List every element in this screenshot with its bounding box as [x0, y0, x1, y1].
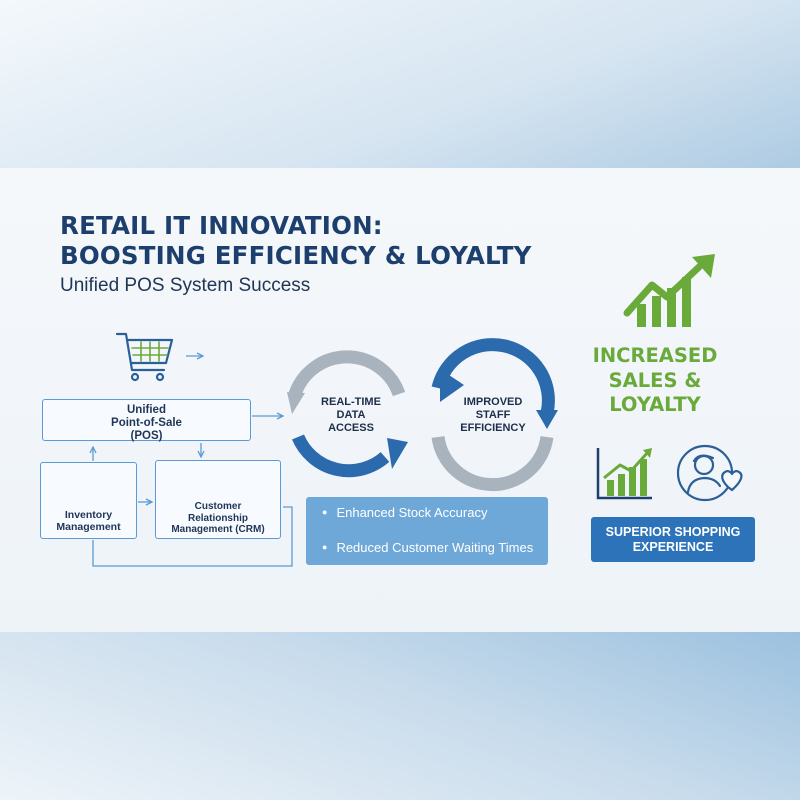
- background-top-band: [0, 0, 800, 168]
- background-bottom-band: [0, 632, 800, 800]
- benefit-text: Reduced Customer Waiting Times: [336, 540, 534, 555]
- title-line-2: BOOSTING EFFICIENCY & LOYALTY: [60, 241, 532, 270]
- connector-lines: [93, 356, 293, 567]
- crm-label-line: Relationship: [187, 512, 248, 524]
- bar-chart-icon: [596, 448, 652, 500]
- customer-heart-icon: [676, 444, 743, 502]
- pos-box: Unified Point-of-Sale (POS): [42, 399, 251, 443]
- bullet-icon: ●: [322, 542, 328, 552]
- benefit-item: ● Enhanced Stock Accuracy: [322, 505, 487, 520]
- cycle-label-line: ACCESS: [328, 422, 374, 434]
- cycle-label-staff: IMPROVED STAFF EFFICIENCY: [449, 396, 537, 435]
- shopping-cart-icon: [115, 332, 174, 382]
- experience-line: SUPERIOR SHOPPING: [605, 525, 741, 539]
- crm-box: Customer Relationship Management (CRM): [155, 460, 281, 539]
- benefit-item: ● Reduced Customer Waiting Times: [322, 540, 533, 555]
- pos-label-line: Unified: [127, 404, 166, 416]
- page-title: RETAIL IT INNOVATION: BOOSTING EFFICIENC…: [60, 211, 532, 271]
- cycle-label-line: DATA: [336, 409, 366, 421]
- crm-label: Customer Relationship Management (CRM): [156, 501, 280, 536]
- sales-line: INCREASED: [592, 344, 718, 367]
- crm-label-line: Customer: [194, 501, 242, 512]
- inventory-label-line: Management: [56, 521, 121, 533]
- title-line-1: RETAIL IT INNOVATION:: [60, 211, 383, 240]
- experience-badge: SUPERIOR SHOPPING EXPERIENCE: [591, 517, 755, 562]
- pos-label-line: Point-of-Sale: [111, 417, 182, 429]
- pos-label-line: (POS): [130, 430, 163, 442]
- cycle-diagram: [287, 338, 558, 492]
- benefits-box: ● Enhanced Stock Accuracy ● Reduced Custom…: [306, 497, 548, 565]
- cycle-label-real-time: REAL-TIME DATA ACCESS: [307, 396, 395, 435]
- cycle-label-line: STAFF: [475, 409, 511, 421]
- sales-line: LOYALTY: [609, 393, 701, 416]
- cycle-label-line: EFFICIENCY: [460, 422, 526, 434]
- subtitle: Unified POS System Success: [60, 275, 311, 296]
- cycle-label-line: IMPROVED: [463, 396, 523, 408]
- pos-label: Unified Point-of-Sale (POS): [43, 404, 250, 443]
- inventory-box: Inventory Management: [40, 462, 137, 539]
- sales-headline: INCREASED SALES & LOYALTY: [590, 344, 720, 418]
- bullet-icon: ●: [322, 507, 328, 517]
- crm-label-line: Management (CRM): [171, 524, 265, 535]
- inventory-label-line: Inventory: [64, 509, 113, 521]
- cycle-label-line: REAL-TIME: [321, 396, 381, 408]
- benefit-text: Enhanced Stock Accuracy: [336, 505, 488, 520]
- sales-line: SALES &: [608, 368, 702, 392]
- experience-line: EXPERIENCE: [632, 540, 714, 554]
- trend-up-icon: [623, 254, 715, 327]
- inventory-label: Inventory Management: [41, 509, 136, 533]
